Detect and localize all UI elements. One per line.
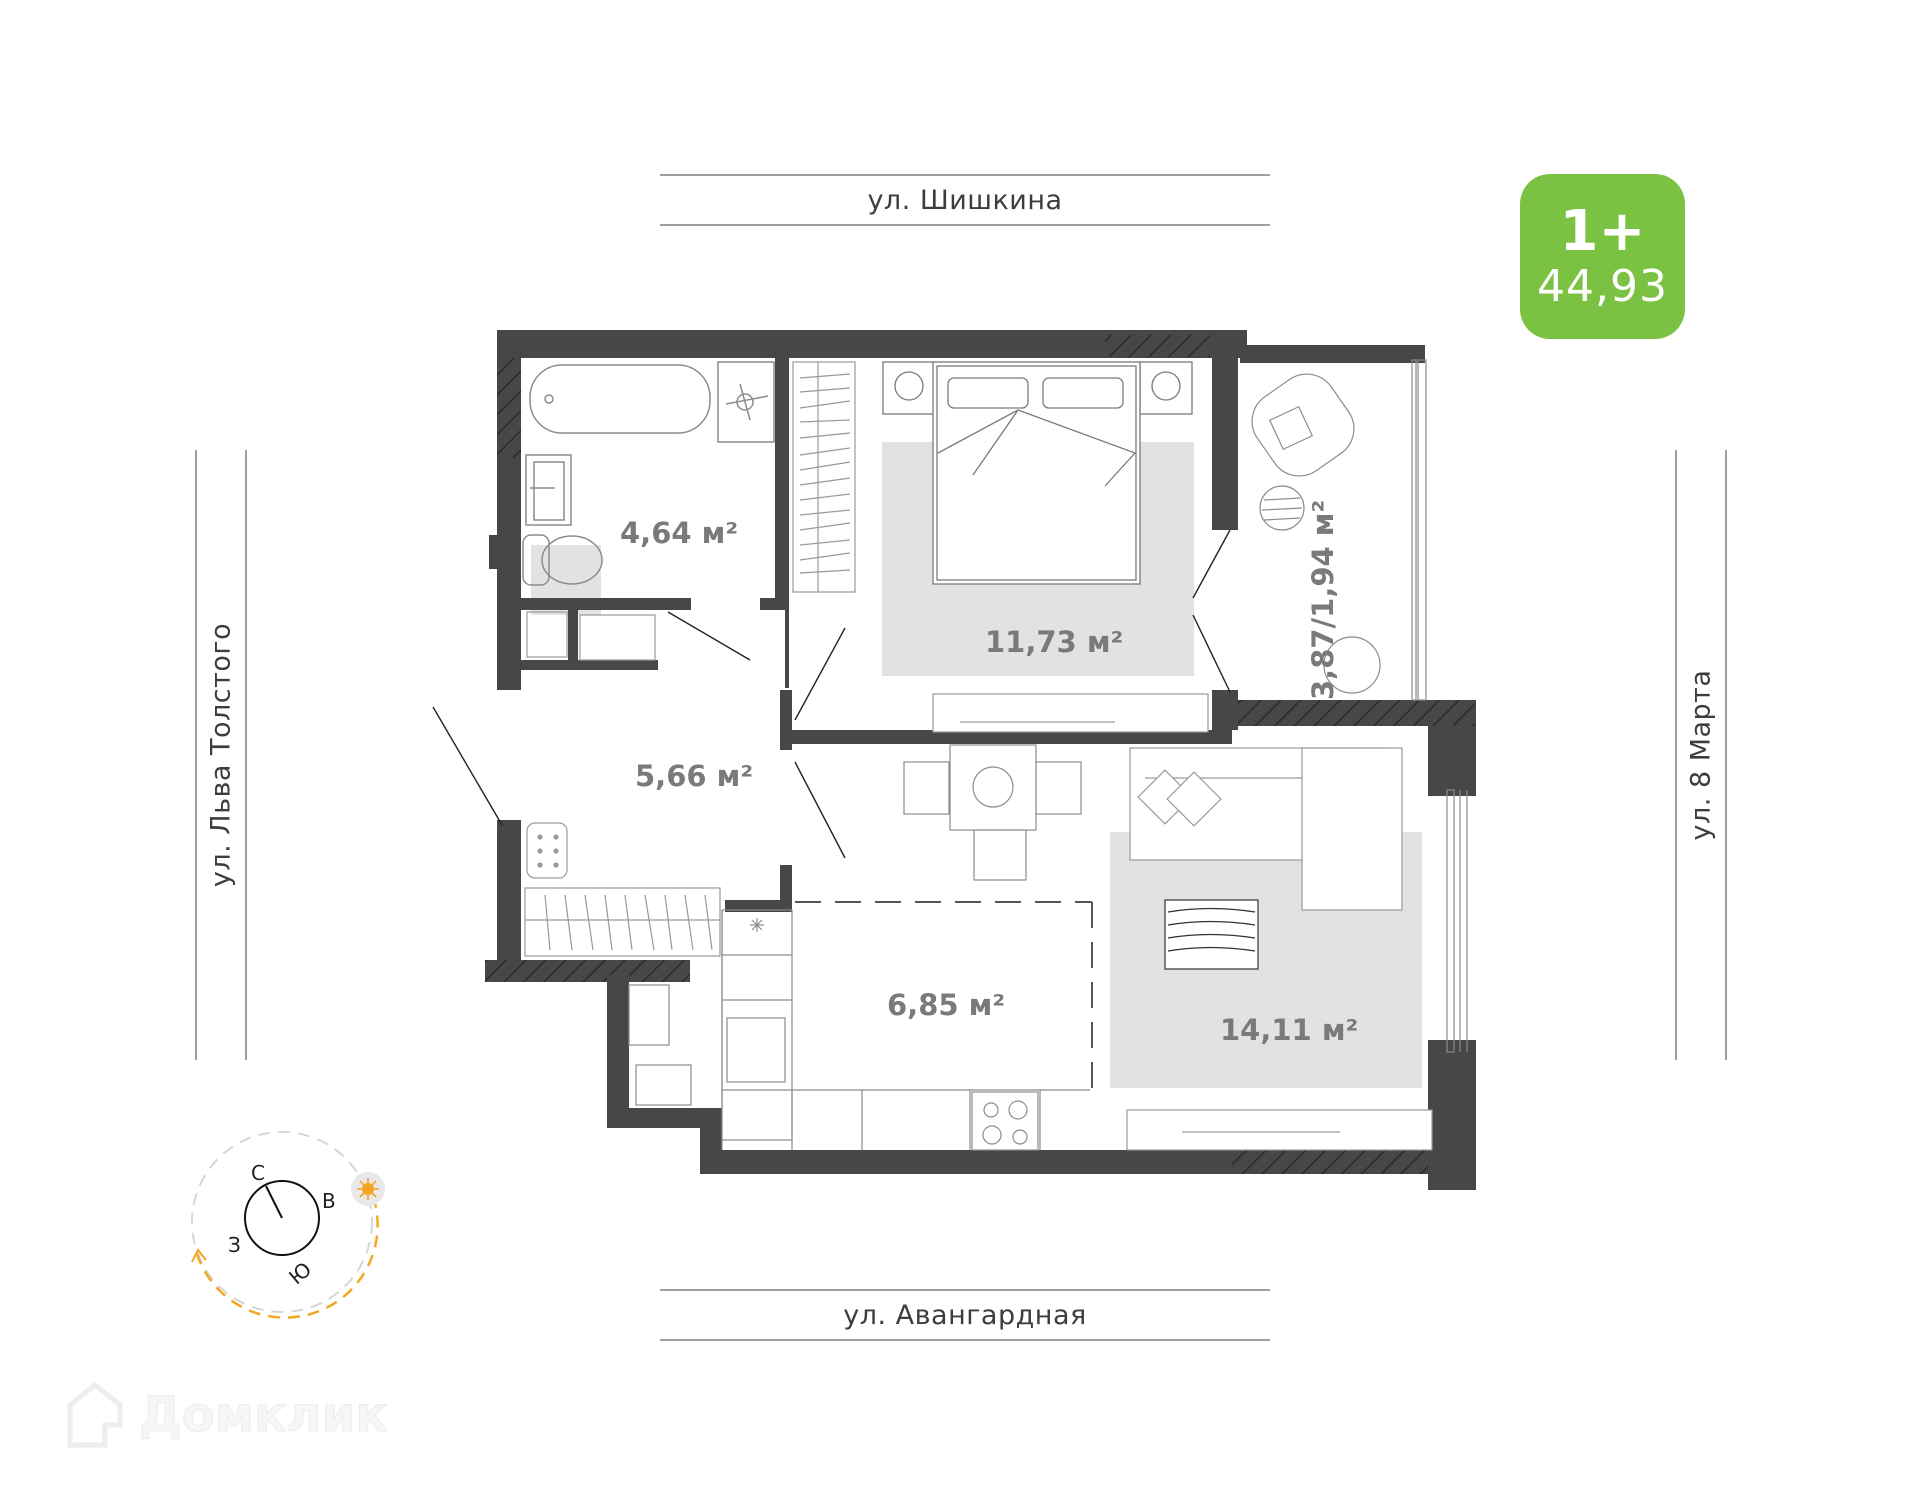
side-table xyxy=(1259,485,1305,531)
compass: С В Ю З xyxy=(191,1131,385,1319)
area-living-room: 14,11 м² xyxy=(1220,1013,1358,1047)
area-bedroom: 11,73 м² xyxy=(985,625,1123,659)
street-name: ул. Шишкина xyxy=(867,184,1063,216)
domclick-watermark: Домклик xyxy=(65,1380,388,1450)
cooktop xyxy=(971,1091,1039,1151)
bathroom-fixtures xyxy=(522,361,775,586)
street-label-left: ул. Льва Толстого xyxy=(195,450,247,1060)
room-area-labels: 4,64 м² 11,73 м² 3,87/1,94 м² 5,66 м² 6,… xyxy=(620,500,1358,1047)
kitchen-sink xyxy=(726,1017,786,1083)
street-label-right: ул. 8 Марта xyxy=(1675,450,1727,1060)
area-kitchen: 6,85 м² xyxy=(887,988,1005,1022)
kitchen-zone-boundary xyxy=(795,901,1093,1088)
washer xyxy=(579,614,656,661)
hallway-furniture xyxy=(524,611,721,957)
area-hallway: 5,66 м² xyxy=(635,759,753,793)
compass-south: Ю xyxy=(284,1257,316,1289)
compass-north: С xyxy=(251,1161,265,1185)
plant xyxy=(1323,636,1381,694)
walls xyxy=(485,330,1476,1190)
apartment-type-badge: 1+ 44,93 xyxy=(1520,174,1685,339)
room-count: 1+ xyxy=(1559,198,1646,264)
armchair xyxy=(1251,373,1355,477)
area-balcony: 3,87/1,94 м² xyxy=(1306,500,1340,700)
nightstand-left xyxy=(882,361,936,415)
balcony-furniture xyxy=(1251,359,1427,701)
corner-sofa xyxy=(1129,747,1403,911)
hallway-wardrobe xyxy=(524,887,721,957)
utility-cabinet xyxy=(628,984,670,1046)
door-swings xyxy=(432,529,1231,859)
total-area: 44,93 xyxy=(1537,260,1668,312)
pouf xyxy=(526,822,568,879)
area-bathroom: 4,64 м² xyxy=(620,516,738,550)
living-window xyxy=(1446,789,1468,1053)
nightstand-right xyxy=(1139,361,1193,415)
bedroom-tv-stand xyxy=(932,693,1209,733)
compass-west: З xyxy=(228,1233,241,1257)
living-tv-stand xyxy=(1126,1109,1433,1151)
boiler xyxy=(526,611,568,658)
toilet xyxy=(541,535,603,585)
street-name: ул. Авангардная xyxy=(843,1299,1087,1331)
bathtub xyxy=(529,364,711,434)
compass-east: В xyxy=(322,1189,336,1213)
house-logo-icon xyxy=(67,1381,123,1448)
coffee-table xyxy=(1164,899,1259,970)
sink xyxy=(525,454,572,526)
watermark-text: Домклик xyxy=(139,1387,389,1444)
bedroom-wardrobe xyxy=(792,361,856,593)
dining-table xyxy=(903,744,1082,881)
street-label-top: ул. Шишкина xyxy=(660,174,1270,226)
double-bed xyxy=(882,361,1193,585)
street-label-bottom: ул. Авангардная xyxy=(660,1289,1270,1341)
kitchen-units xyxy=(628,909,1090,1151)
